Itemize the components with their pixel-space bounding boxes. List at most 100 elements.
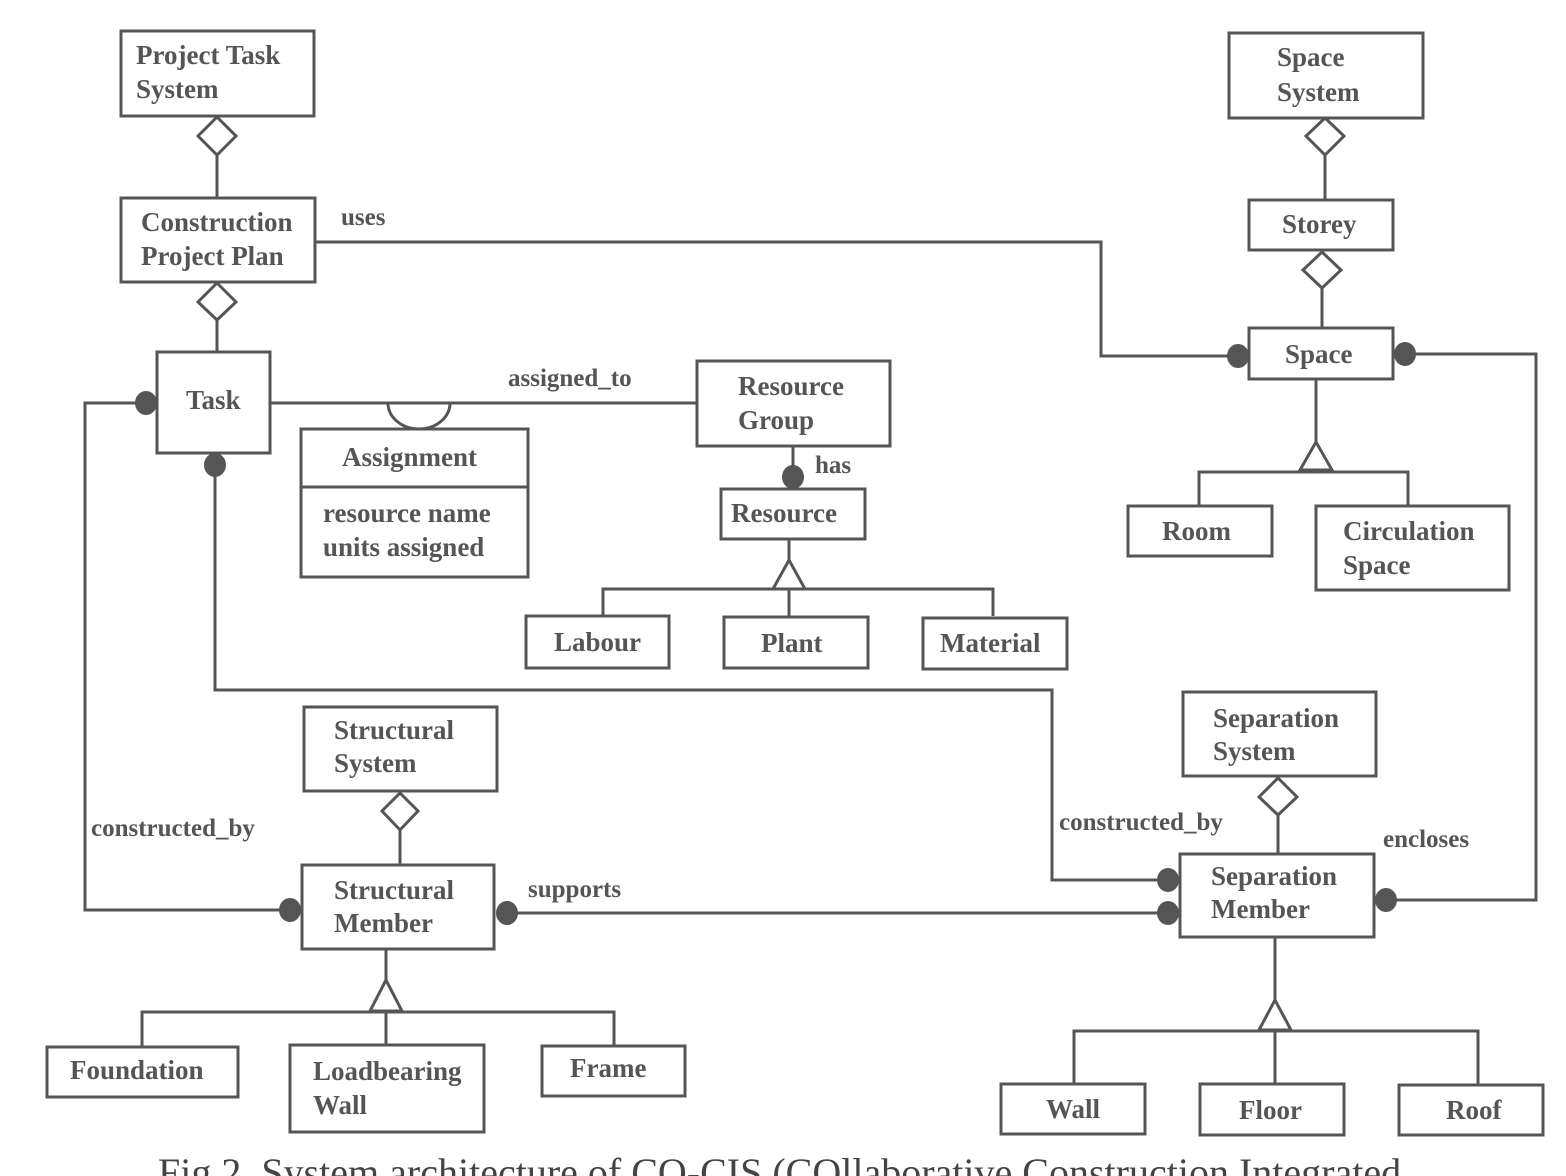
entity-label: Assignment [342,442,477,472]
many-dot-icon [496,901,518,925]
relationship-label-encloses: encloses [1383,826,1469,853]
entity-construction-project-plan[interactable]: Construction Project Plan [119,196,317,284]
entity-label: System [334,748,417,778]
entity-label: Space [1277,42,1345,72]
entity-label: Labour [554,627,641,657]
entity-label: Project Task [136,40,280,70]
structural-gen-bar [140,1010,616,1047]
attribute-label: units assigned [323,532,484,562]
entity-label: Resource [738,371,844,401]
relationship-label-uses: uses [341,204,386,231]
entity-wall[interactable]: Wall [999,1082,1147,1136]
space-gen-bar [1197,470,1410,506]
connectors [83,155,1538,1084]
entity-label: Material [940,628,1041,658]
entity-label: Structural [334,715,454,745]
entity-label: Plant [761,628,823,658]
aggregation-diamond-icon [1300,249,1344,291]
many-dot-icon [782,465,804,489]
many-dot-icon [1375,888,1397,912]
entity-label: Space [1343,550,1411,580]
entity-resource[interactable]: Resource [719,487,867,541]
entity-loadbearing-wall[interactable]: Loadbearing Wall [288,1043,486,1134]
generalization-triangle-icon [770,556,808,591]
attribute-label: resource name [323,498,491,528]
entity-label: Loadbearing [313,1056,462,1086]
entity-frame[interactable]: Frame [540,1044,687,1098]
entity-label: Room [1162,516,1231,546]
aggregation-diamond-icon [1256,775,1300,818]
entity-label: Member [334,908,433,938]
entity-structural-member[interactable]: Structural Member [300,863,496,951]
entity-label: Frame [570,1053,646,1083]
generalization-triangle-icon [367,976,405,1013]
entity-project-task-system[interactable]: Project Task System [119,29,316,118]
entity-label: Separation [1213,703,1339,733]
entity-separation-member[interactable]: Separation Member [1178,852,1376,939]
entity-roof[interactable]: Roof [1397,1083,1545,1137]
entity-material[interactable]: Material [921,616,1069,671]
entity-space-system[interactable]: Space System [1227,31,1425,120]
entity-circulation-space[interactable]: Circulation Space [1314,504,1511,592]
entity-storey[interactable]: Storey [1247,198,1395,252]
entity-label: Task [186,385,241,415]
generalization-triangles [367,438,1335,1032]
aggregation-diamond-icon [379,790,421,833]
relationship-label-constructed-by: constructed_by [91,815,255,842]
assignment-link-arc [386,402,452,431]
entity-label: Roof [1446,1095,1502,1125]
entity-floor[interactable]: Floor [1198,1082,1346,1137]
entity-task[interactable]: Task [155,350,272,455]
many-dot-icon [279,898,301,922]
figure-caption: Fig 2. System architecture of CO-CIS (CO… [158,1150,1401,1176]
entity-label: Space [1285,339,1353,369]
entity-label: System [136,74,219,104]
entity-label: Group [738,405,814,435]
entity-separation-system[interactable]: Separation System [1181,690,1378,778]
relationship-labels: uses assigned_to has constructed_by cons… [91,204,1469,903]
aggregation-diamond-icon [195,114,239,158]
entity-label: Separation [1211,861,1337,891]
aggregation-diamonds [195,114,1347,833]
many-dot-icon [1394,342,1416,366]
encloses-line [1386,352,1538,902]
generalization-triangle-icon [1297,438,1335,472]
uses-line [316,240,1238,358]
many-dot-icon [135,391,157,415]
entity-labour[interactable]: Labour [524,614,671,670]
entity-label: Foundation [70,1055,204,1085]
entity-space[interactable]: Space [1247,326,1395,381]
entity-label: System [1277,77,1360,107]
entity-label: Wall [1046,1094,1101,1124]
entity-label: Storey [1282,209,1357,239]
relationship-label-constructed-by: constructed_by [1059,809,1223,836]
entity-label: Resource [731,498,837,528]
resource-gen-bar [601,587,995,616]
entity-label: Project Plan [141,241,284,271]
entities: Project Task System Construction Project… [45,29,1545,1137]
entity-label: Wall [313,1090,368,1120]
entity-assignment[interactable]: Assignment resource name units assigned [299,427,530,579]
constructed-by-structural-line [83,401,290,912]
aggregation-diamond-icon [1303,115,1347,158]
aggregation-diamond-icon [195,280,239,323]
entity-label: Construction [141,207,293,237]
many-dot-icon [1157,901,1179,925]
relationship-label-assigned-to: assigned_to [508,365,632,392]
entity-resource-group[interactable]: Resource Group [695,359,892,448]
generalization-triangle-icon [1256,996,1294,1032]
entity-label: Floor [1239,1095,1302,1125]
relationship-label-supports: supports [528,876,621,903]
entity-label: Member [1211,894,1310,924]
entity-structural-system[interactable]: Structural System [302,705,499,793]
many-dot-icon [1157,868,1179,892]
cardinality-dots [135,342,1416,925]
entity-room[interactable]: Room [1126,504,1274,558]
entity-foundation[interactable]: Foundation [45,1045,240,1099]
relationship-label-has: has [815,452,851,479]
constructed-by-separation-line [213,466,1168,882]
many-dot-icon [1227,344,1249,368]
entity-plant[interactable]: Plant [722,615,870,670]
entity-label: Structural [334,875,454,905]
